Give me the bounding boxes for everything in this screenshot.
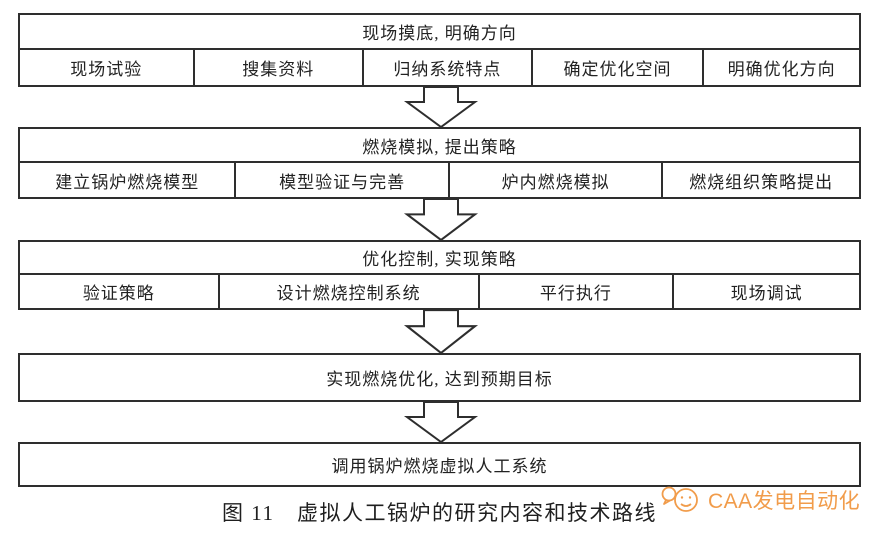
flow-cell: 搜集资料: [192, 50, 363, 85]
watermark: CAA发电自动化: [659, 482, 860, 518]
flow-cell: 确定优化空间: [530, 50, 703, 85]
stage-simulation: 燃烧模拟, 提出策略 建立锅炉燃烧模型 模型验证与完善 炉内燃烧模拟 燃烧组织策…: [18, 127, 861, 199]
flow-cell: 燃烧组织策略提出: [661, 163, 859, 197]
stage-title: 燃烧模拟, 提出策略: [20, 129, 859, 163]
down-arrow-icon: [403, 309, 479, 354]
stage-title: 优化控制, 实现策略: [20, 242, 859, 275]
down-arrow-icon: [403, 401, 479, 443]
flow-cell: 建立锅炉燃烧模型: [55, 172, 200, 192]
down-arrow-icon: [403, 198, 479, 241]
stage-cells: 建立锅炉燃烧模型 模型验证与完善 炉内燃烧模拟 燃烧组织策略提出: [20, 163, 859, 197]
figure-caption: 图 11 虚拟人工锅炉的研究内容和技术路线: [222, 501, 657, 525]
stage-control: 优化控制, 实现策略 验证策略 设计燃烧控制系统 平行执行 现场调试: [18, 240, 861, 310]
flow-cell: 现场调试: [672, 275, 859, 308]
flow-cell: 模型验证与完善: [234, 163, 447, 197]
down-arrow-icon: [403, 86, 479, 128]
stage-cells: 现场试验 搜集资料 归纳系统特点 确定优化空间 明确优化方向: [20, 50, 859, 85]
flow-cell: 现场试验: [70, 60, 143, 79]
flow-cell: 设计燃烧控制系统: [217, 275, 478, 308]
stage-goal: 实现燃烧优化, 达到预期目标: [18, 353, 861, 402]
stage-title: 现场摸底, 明确方向: [20, 15, 859, 50]
caa-smiley-logo-icon: [661, 486, 698, 512]
stage-survey: 现场摸底, 明确方向 现场试验 搜集资料 归纳系统特点 确定优化空间 明确优化方…: [18, 13, 861, 87]
flow-cell: 炉内燃烧模拟: [447, 163, 661, 197]
flow-cell: 归纳系统特点: [362, 50, 531, 85]
stage-deploy: 调用锅炉燃烧虚拟人工系统: [18, 442, 861, 487]
flow-cell: 明确优化方向: [702, 50, 859, 85]
flow-cell: 平行执行: [477, 275, 673, 308]
watermark-text: CAA发电自动化: [708, 490, 861, 513]
stage-cells: 验证策略 设计燃烧控制系统 平行执行 现场调试: [20, 275, 859, 308]
flow-cell: 验证策略: [82, 284, 155, 303]
